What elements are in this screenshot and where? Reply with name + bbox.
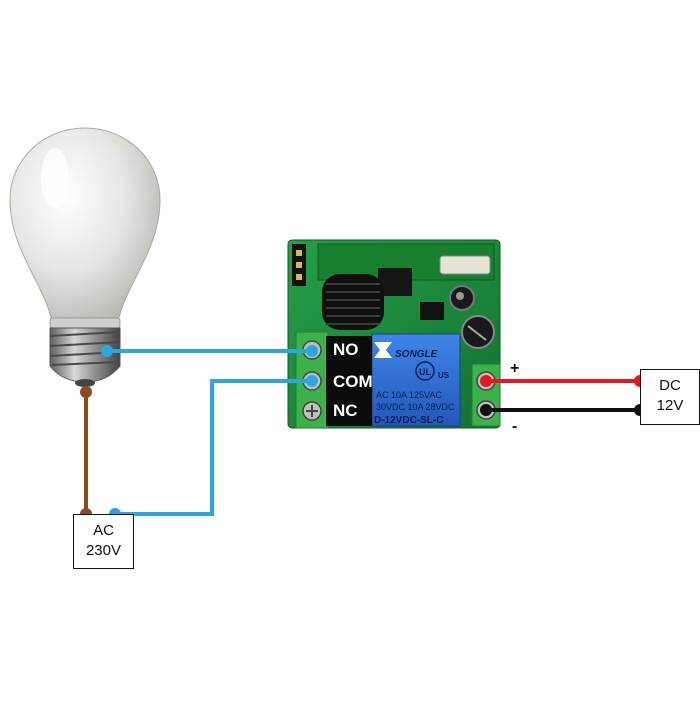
bulb-threads bbox=[49, 331, 121, 366]
bulb-collar bbox=[49, 317, 121, 329]
relay-body bbox=[371, 333, 461, 427]
endpoint-plus bbox=[480, 375, 492, 387]
ac-source-box: AC 230V bbox=[73, 514, 134, 569]
pin-label-com: COM bbox=[333, 372, 373, 391]
wire-ac-to-com bbox=[115, 379, 312, 516]
capacitor-large bbox=[461, 315, 495, 349]
endpoint-minus bbox=[480, 404, 492, 416]
rf-crystal bbox=[439, 255, 491, 275]
capacitor-small bbox=[449, 285, 475, 311]
dc-source-line2: 12V bbox=[656, 397, 684, 414]
pin-label-no: NO bbox=[333, 340, 359, 359]
ac-source-line1: AC bbox=[93, 522, 114, 539]
bulb-glass bbox=[9, 127, 161, 323]
relay-rating-line2: 30VDC 10A 28VDC bbox=[376, 402, 455, 412]
endpoint-no bbox=[306, 345, 318, 357]
ul-cert-icon: UL bbox=[415, 361, 435, 381]
relay-rating-line1: AC 10A 125VAC bbox=[376, 390, 442, 400]
endpoint-bulb-live bbox=[101, 345, 113, 357]
pin-label-nc: NC bbox=[333, 401, 358, 420]
endpoint-com bbox=[306, 375, 318, 387]
light-bulb bbox=[9, 127, 161, 387]
power-terminal-block bbox=[471, 363, 501, 427]
bulb-highlight bbox=[41, 148, 69, 208]
relay-brand: SONGLE bbox=[395, 349, 438, 360]
relay-module: SONGLE UL US AC 10A 125VAC 30VDC 10A 28V… bbox=[287, 239, 501, 429]
songle-logo-icon bbox=[374, 342, 392, 358]
dc-plus-sign: + bbox=[510, 360, 520, 377]
wires bbox=[84, 349, 640, 516]
pin-label-panel bbox=[326, 336, 372, 426]
relay-cert: US bbox=[438, 371, 450, 380]
dc-minus-sign: - bbox=[512, 418, 518, 435]
antenna-coil bbox=[322, 274, 384, 330]
endpoint-bulb-neutral bbox=[80, 386, 92, 398]
ac-source-line2: 230V bbox=[85, 542, 122, 559]
bulb-contact bbox=[75, 379, 95, 387]
relay-model: D-12VDC-SL-C bbox=[374, 415, 443, 426]
dc-source-box: DC 12V bbox=[640, 369, 700, 425]
svg-text:UL: UL bbox=[419, 367, 431, 377]
dc-source-line1: DC bbox=[659, 377, 681, 394]
